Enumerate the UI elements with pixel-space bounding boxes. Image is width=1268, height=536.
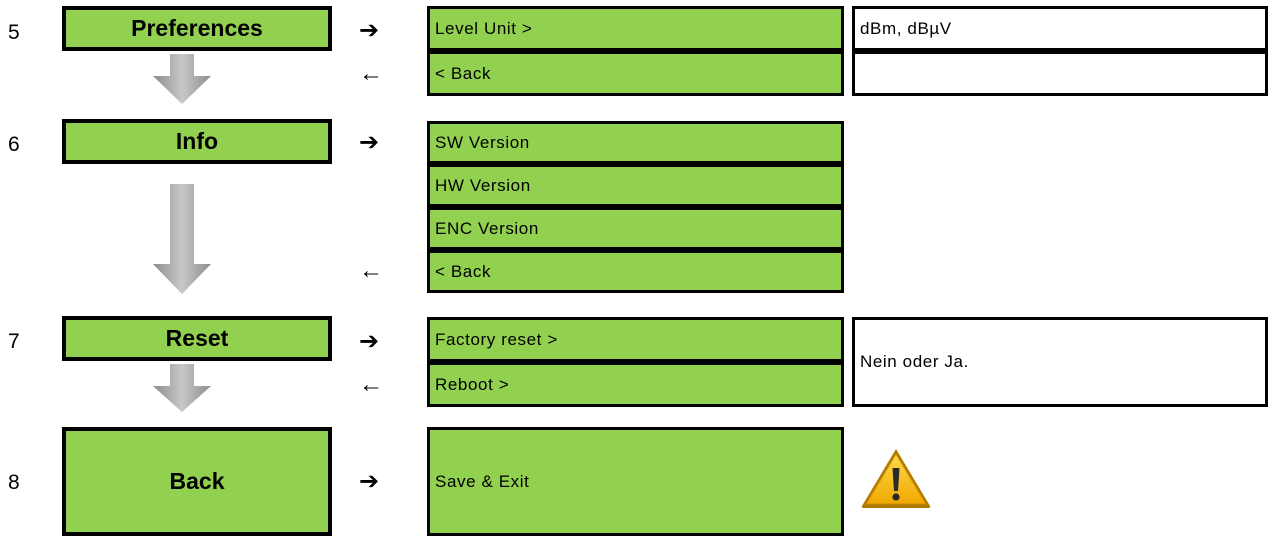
note-reset: Nein oder Ja. (852, 317, 1268, 407)
right-arrow-icon: ➔ (359, 17, 380, 44)
step-number-8: 8 (8, 471, 20, 494)
menu-preferences[interactable]: Preferences (62, 6, 332, 51)
menu-reset[interactable]: Reset (62, 316, 332, 361)
menu-info[interactable]: Info (62, 119, 332, 164)
right-arrow-icon: ➔ (359, 328, 380, 355)
option-sw-version[interactable]: SW Version (427, 121, 844, 164)
warning-icon (861, 449, 931, 508)
option-enc-version[interactable]: ENC Version (427, 207, 844, 250)
option-back[interactable]: < Back (427, 51, 844, 96)
option-reboot[interactable]: Reboot > (427, 362, 844, 407)
option-back[interactable]: < Back (427, 250, 844, 293)
menu-back[interactable]: Back (62, 427, 332, 536)
right-arrow-icon: ➔ (359, 129, 380, 156)
step-number-7: 7 (8, 330, 20, 353)
option-level-unit[interactable]: Level Unit > (427, 6, 844, 51)
left-arrow-icon: ← (359, 257, 383, 284)
option-factory-reset[interactable]: Factory reset > (427, 317, 844, 362)
note-empty (852, 51, 1268, 96)
option-hw-version[interactable]: HW Version (427, 164, 844, 207)
down-arrow-icon (153, 54, 211, 104)
down-arrow-icon (153, 184, 211, 294)
step-number-6: 6 (8, 133, 20, 156)
note-level-unit: dBm, dBµV (852, 6, 1268, 51)
right-arrow-icon: ➔ (359, 468, 380, 495)
down-arrow-icon (153, 364, 211, 412)
left-arrow-icon: ← (359, 60, 383, 87)
step-number-5: 5 (8, 21, 20, 44)
option-save-exit[interactable]: Save & Exit (427, 427, 844, 536)
left-arrow-icon: ← (359, 371, 383, 398)
